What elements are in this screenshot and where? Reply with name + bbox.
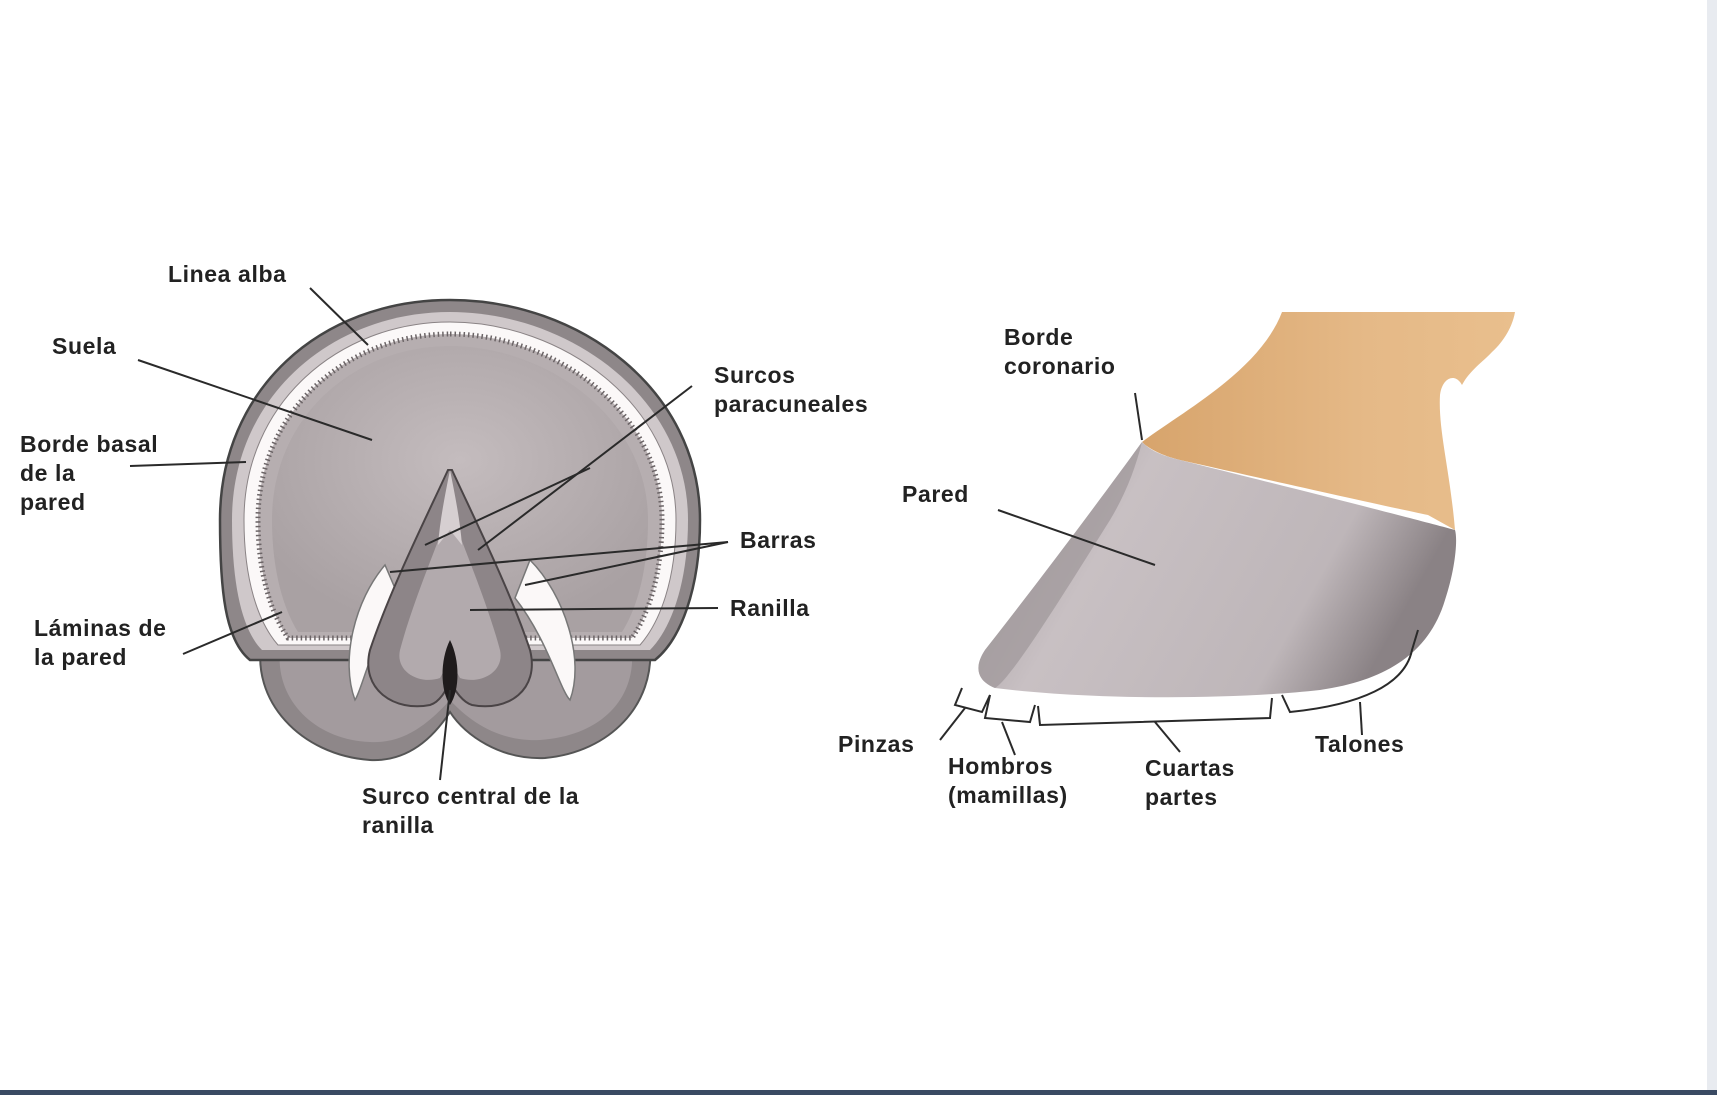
label-talones: Talones xyxy=(1315,731,1404,757)
label-surcos-line1: Surcos xyxy=(714,362,796,388)
label-hombros-line1: Hombros xyxy=(948,753,1053,779)
label-cuartas-line1: Cuartas xyxy=(1145,755,1235,781)
label-laminas-line2: la pared xyxy=(34,644,127,670)
label-pared: Pared xyxy=(902,481,969,507)
leader-hombros xyxy=(1002,722,1015,755)
label-surco-central-line1: Surco central de la xyxy=(362,783,579,809)
label-borde-coronario-line1: Borde xyxy=(1004,324,1073,350)
label-borde-basal-line2: de la xyxy=(20,460,75,486)
label-hombros-line2: (mamillas) xyxy=(948,782,1068,808)
bracket-cuartas xyxy=(1038,698,1272,725)
label-laminas: Láminas de la pared xyxy=(34,615,174,670)
bracket-pinzas xyxy=(955,688,990,712)
sole-view xyxy=(220,300,700,760)
label-surco-central: Surco central de la ranilla xyxy=(362,783,586,838)
label-borde-basal: Borde basal de la pared xyxy=(20,431,165,515)
leader-borde-coronario xyxy=(1135,393,1142,440)
label-laminas-line1: Láminas de xyxy=(34,615,167,641)
label-surco-central-line2: ranilla xyxy=(362,812,434,838)
label-surcos: Surcos paracuneales xyxy=(714,362,868,417)
label-suela: Suela xyxy=(52,333,116,359)
label-borde-basal-line1: Borde basal xyxy=(20,431,158,457)
label-surcos-line2: paracuneales xyxy=(714,391,868,417)
label-hombros: Hombros (mamillas) xyxy=(948,753,1068,808)
bracket-hombros xyxy=(985,695,1035,722)
label-linea-alba: Linea alba xyxy=(168,261,286,287)
label-borde-basal-line3: pared xyxy=(20,489,86,515)
label-cuartas: Cuartas partes xyxy=(1145,755,1242,810)
label-pinzas: Pinzas xyxy=(838,731,914,757)
label-borde-coronario-line2: coronario xyxy=(1004,353,1115,379)
label-barras: Barras xyxy=(740,527,817,553)
label-cuartas-line2: partes xyxy=(1145,784,1218,810)
leader-cuartas xyxy=(1155,722,1180,752)
leader-pinzas xyxy=(940,708,965,740)
label-borde-coronario: Borde coronario xyxy=(1004,324,1115,379)
label-ranilla: Ranilla xyxy=(730,595,810,621)
